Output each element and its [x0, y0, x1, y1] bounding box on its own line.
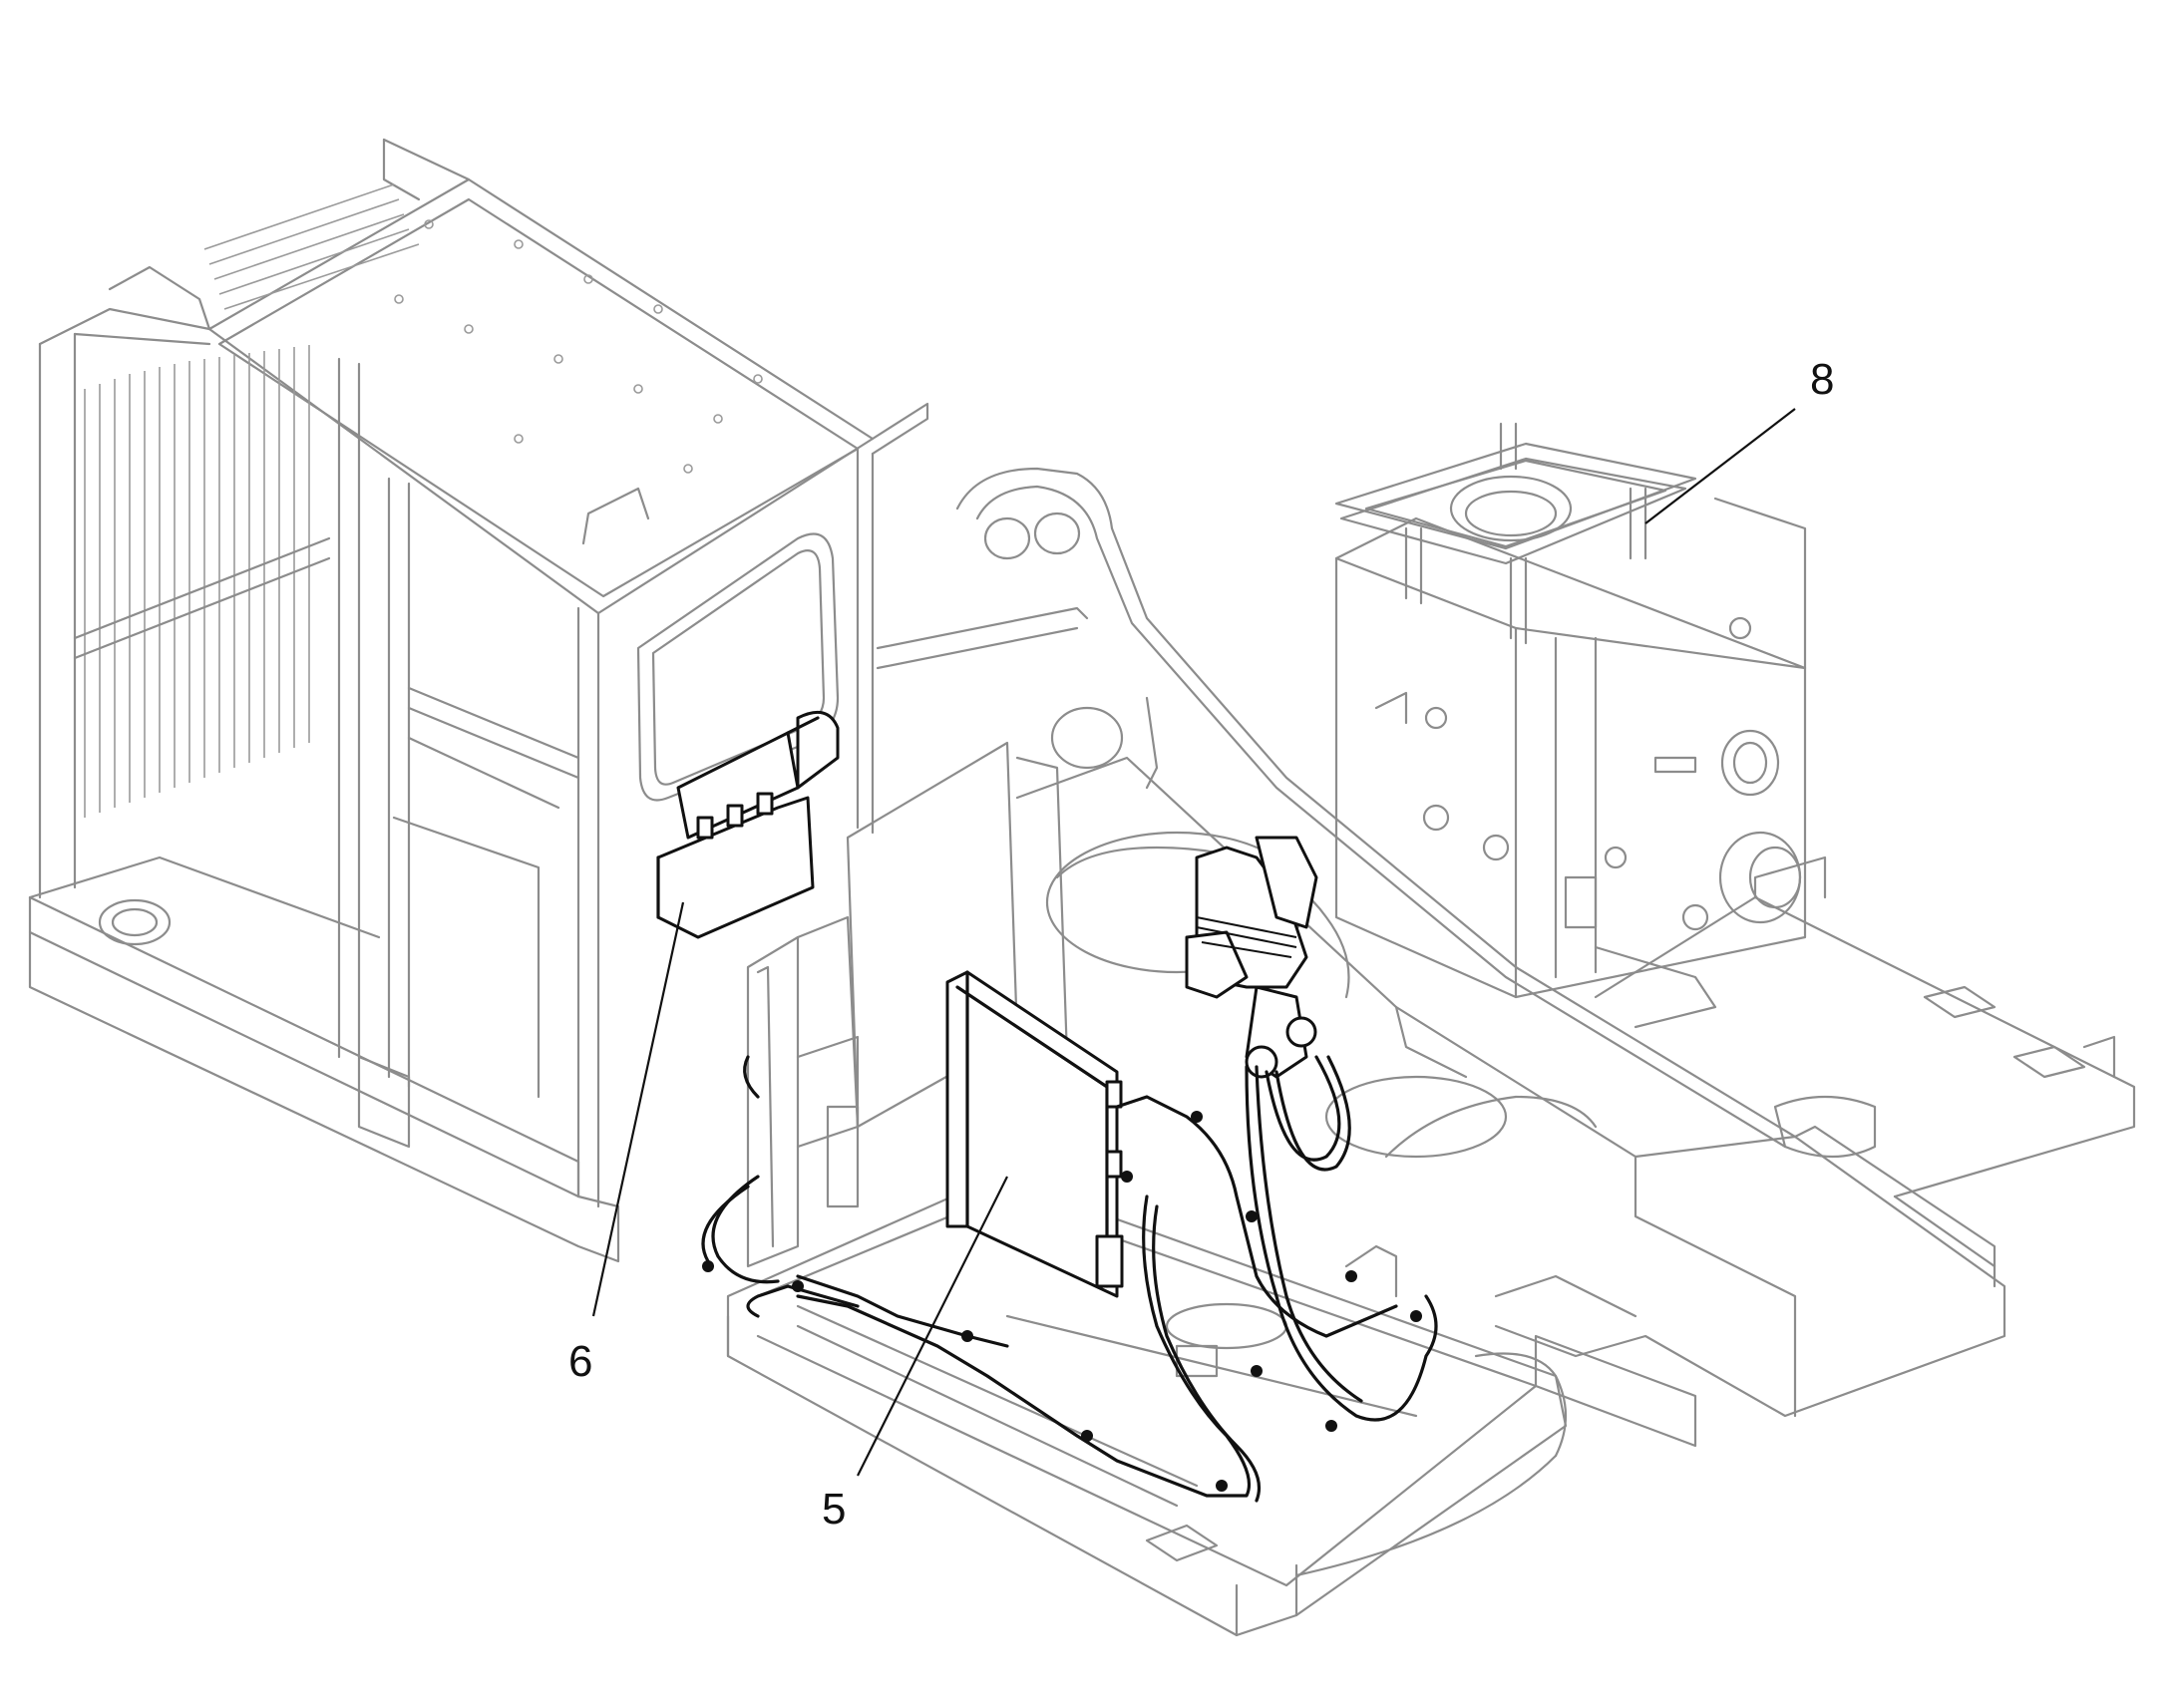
part-5-control-module	[945, 970, 1124, 1298]
callout-8-label: 8	[1810, 355, 1834, 404]
chassis-frame	[876, 467, 2136, 1448]
callout-6-leader	[591, 901, 685, 1317]
callout-6-label: 6	[568, 1337, 592, 1386]
callout-5-label: 5	[822, 1485, 846, 1534]
gearbox-assembly	[1334, 422, 1807, 1029]
actuator-assembly	[1185, 836, 1318, 1079]
callout-8-leader	[1644, 408, 1796, 524]
part-6-connector-box	[656, 710, 840, 939]
cable-harness	[701, 1055, 1438, 1503]
callout-5-leader	[857, 1176, 1008, 1477]
floor-tray	[726, 1175, 1568, 1637]
cab-enclosure	[28, 138, 929, 1263]
